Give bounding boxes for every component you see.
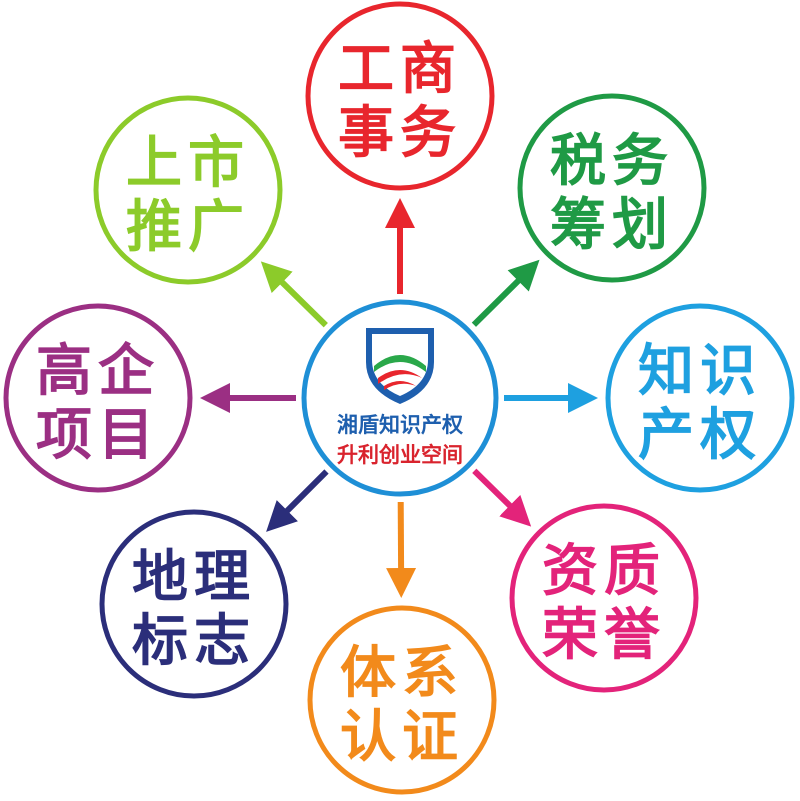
node-label-dili-line1: 地理 bbox=[132, 545, 256, 610]
node-label-zhishi-line2: 产权 bbox=[638, 403, 762, 468]
center-title-line2: 升利创业空间 bbox=[337, 443, 463, 467]
node-label-shangshi-line2: 推广 bbox=[126, 195, 250, 260]
arrow-dili bbox=[266, 469, 329, 532]
arrow-shuiwu bbox=[471, 259, 540, 327]
node-circle-gongshang bbox=[305, 1, 495, 191]
shield-logo-icon bbox=[366, 328, 434, 404]
node-label-gaoqi-line1: 高企 bbox=[36, 339, 160, 404]
node-circle-tixi bbox=[307, 605, 497, 795]
node-circle-shuiwu bbox=[517, 93, 707, 283]
node-label-gaoqi-line2: 项目 bbox=[36, 403, 160, 468]
node-label-shangshi-line1: 上市 bbox=[126, 131, 250, 196]
node-circle-shangshi bbox=[93, 95, 283, 285]
node-label-shuiwu-line1: 税务 bbox=[550, 129, 674, 194]
node-label-gongshang-line1: 工商 bbox=[338, 37, 462, 102]
center-title-line1: 湘盾知识产权 bbox=[337, 413, 463, 437]
node-label-tixi-line1: 体系 bbox=[340, 641, 464, 706]
center-hub: 湘盾知识产权 升利创业空间 bbox=[301, 299, 499, 497]
node-circle-gaoqi bbox=[3, 303, 193, 493]
node-zhishi: 知识产权 bbox=[605, 303, 795, 493]
node-circle-zhishi bbox=[605, 303, 795, 493]
node-label-shuiwu-line2: 筹划 bbox=[550, 193, 674, 258]
service-nodes: 工商事务税务筹划知识产权资质荣誉体系认证地理标志高企项目上市推广 bbox=[3, 1, 795, 795]
node-label-zhishi-line1: 知识 bbox=[638, 339, 762, 404]
node-label-zizhi-line1: 资质 bbox=[542, 539, 666, 604]
node-label-gongshang-line2: 事务 bbox=[338, 101, 462, 166]
arrows bbox=[200, 198, 598, 598]
node-label-dili-line2: 标志 bbox=[132, 609, 256, 674]
arrow-zizhi bbox=[472, 468, 532, 527]
node-label-zizhi-line2: 荣誉 bbox=[542, 603, 666, 668]
arrow-tixi bbox=[386, 501, 417, 598]
node-circle-dili bbox=[99, 509, 289, 699]
node-circle-zizhi bbox=[509, 503, 699, 693]
arrow-shangshi bbox=[260, 261, 328, 328]
node-label-tixi-line2: 认证 bbox=[340, 705, 464, 770]
